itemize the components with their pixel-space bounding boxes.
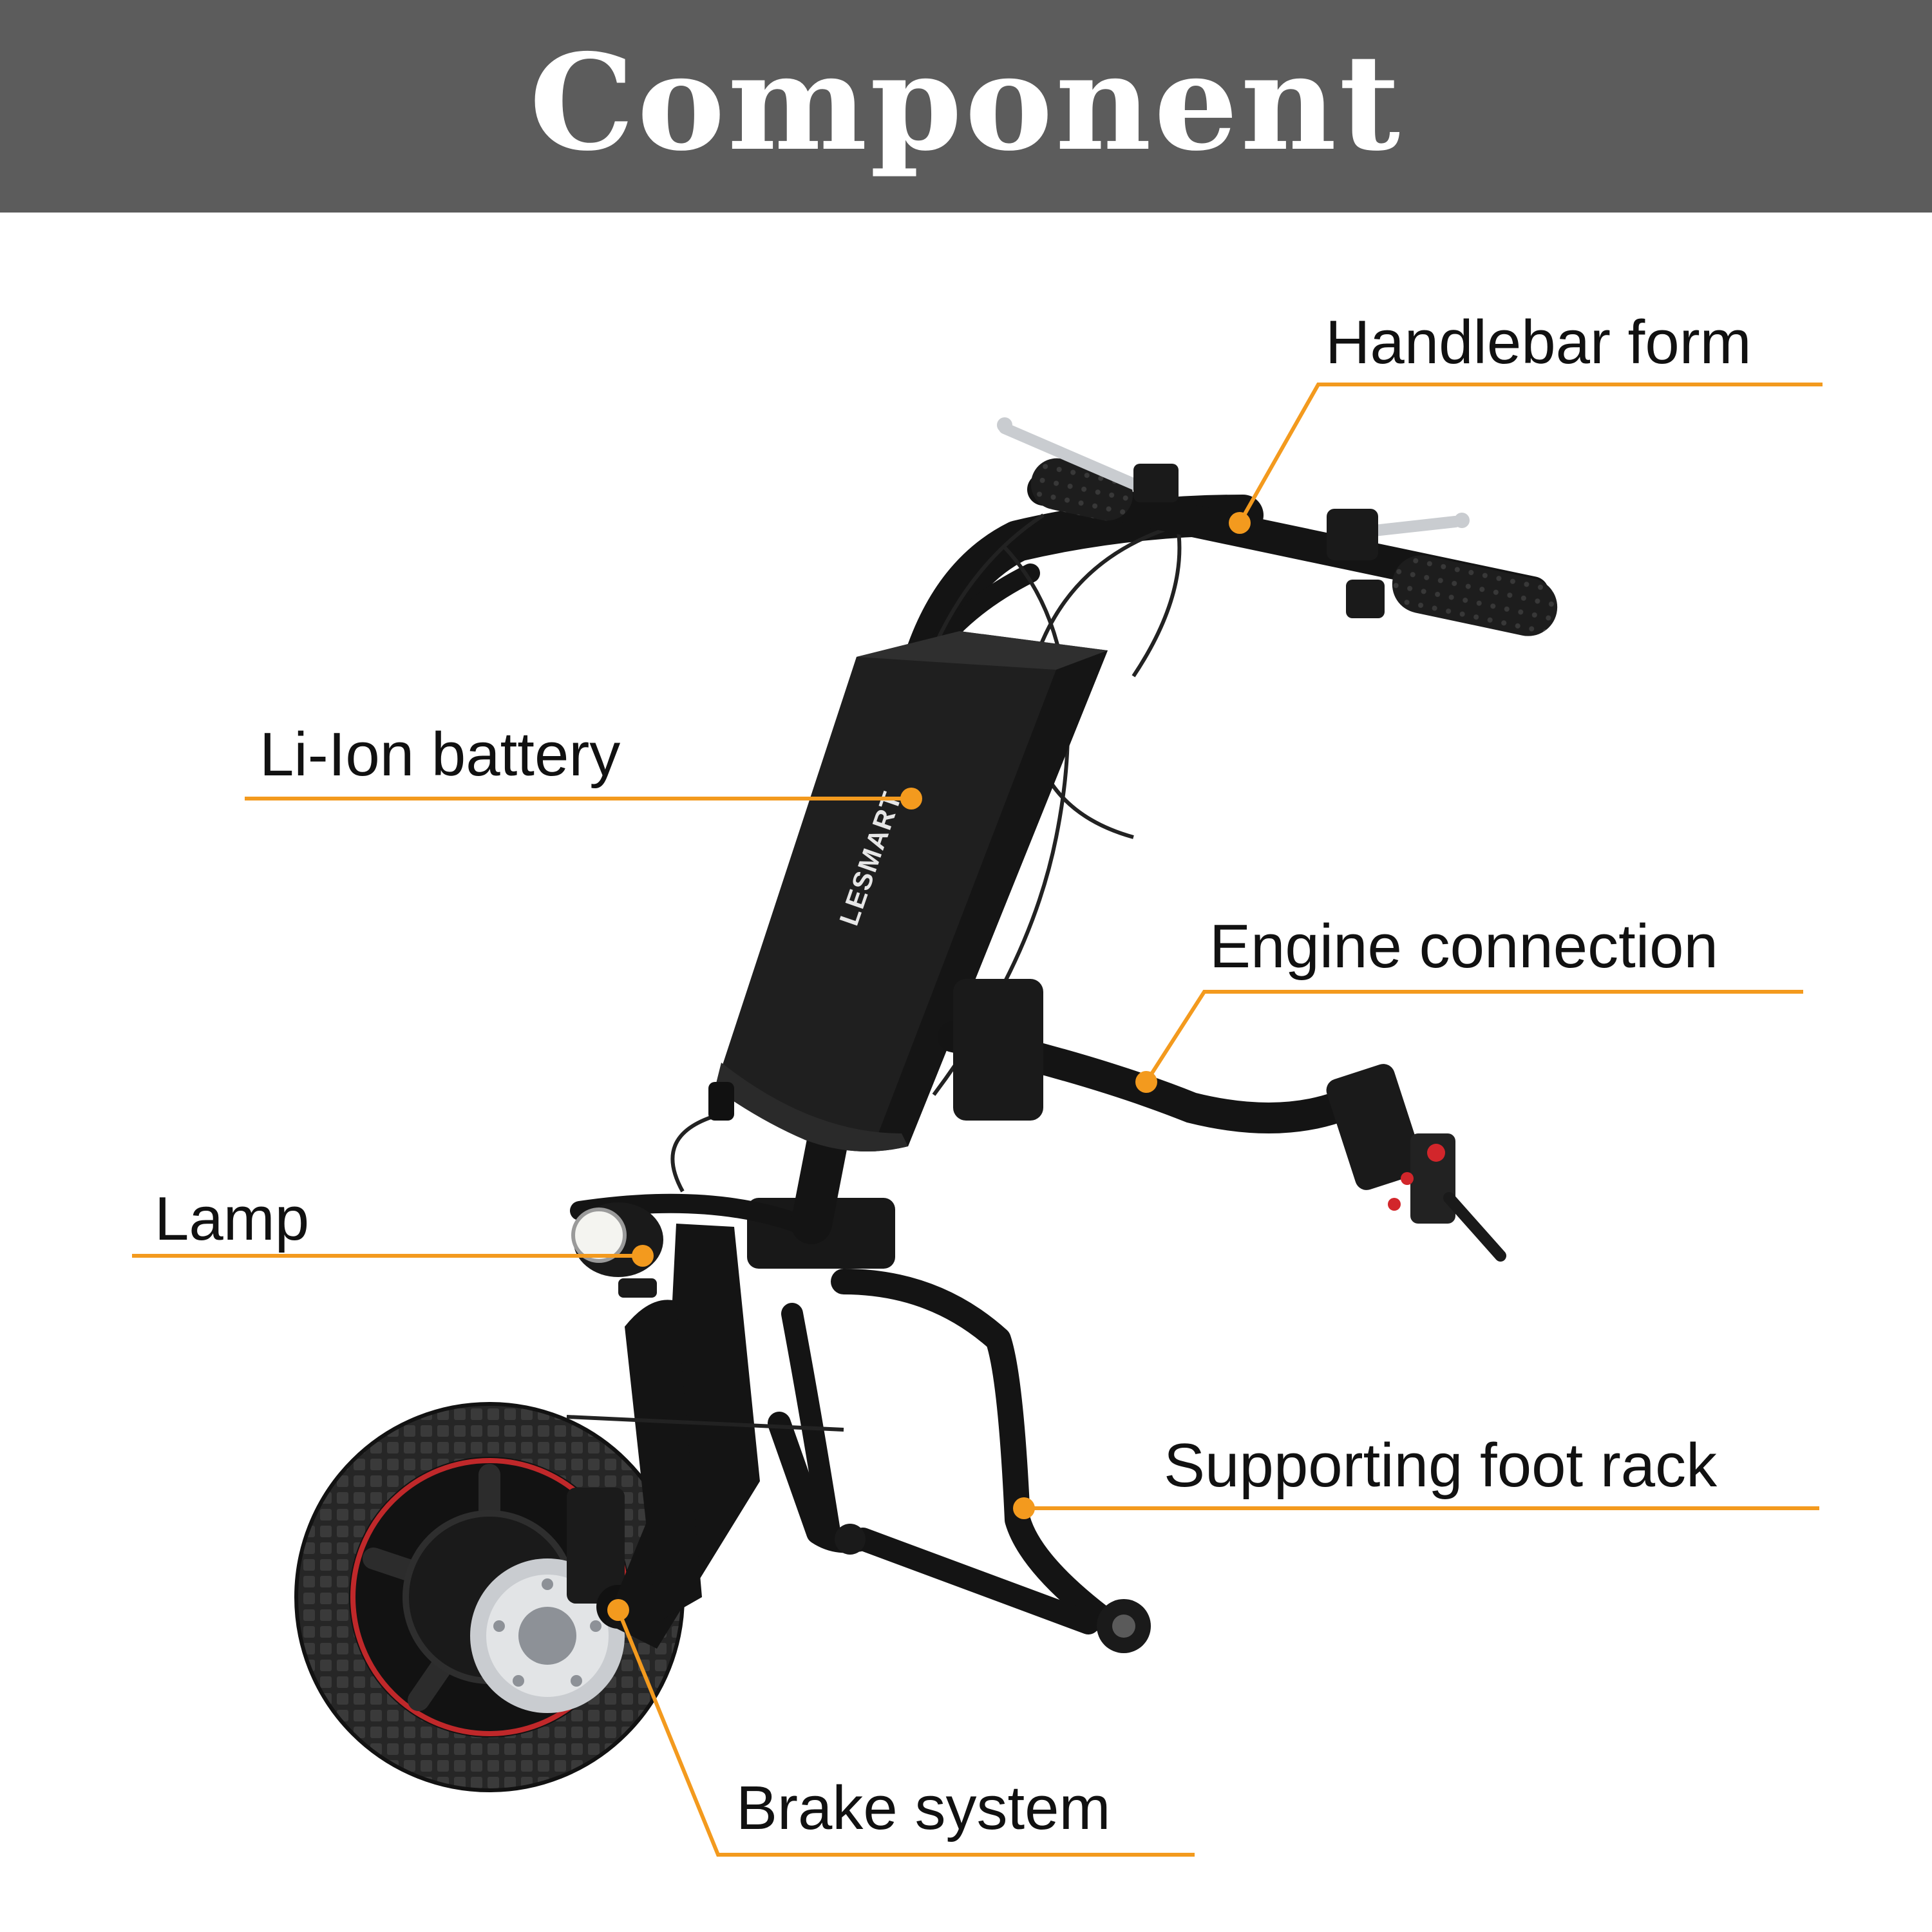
label-brake-system: Brake system [736,1774,1111,1842]
front-wheel [294,1402,685,1792]
leader-dots [607,512,1251,1621]
leader-line-engine [1144,990,1803,1083]
foot-rack-shape [768,1269,1121,1636]
handbike-illustration: LESMART [294,417,1558,1792]
page-title: Component [529,26,1403,180]
label-handlebar-form: Handlebar form [1325,308,1752,377]
leader-line-handlebar [1238,383,1823,524]
engine-arm-shape [938,979,1506,1262]
handlebar-shape [997,417,1558,636]
label-engine-connection: Engine connection [1209,912,1718,981]
label-li-ion-battery: Li-Ion battery [260,720,621,789]
leader-line-brake [616,1609,1195,1857]
foot-rack-wheel [835,1524,1151,1653]
battery-shape: LESMART [708,631,1108,1151]
label-lamp: Lamp [155,1184,310,1253]
label-supporting-foot-rack: Supporting foot rack [1164,1431,1718,1500]
leader-lines [132,383,1823,1857]
title-banner: Component [0,0,1932,213]
